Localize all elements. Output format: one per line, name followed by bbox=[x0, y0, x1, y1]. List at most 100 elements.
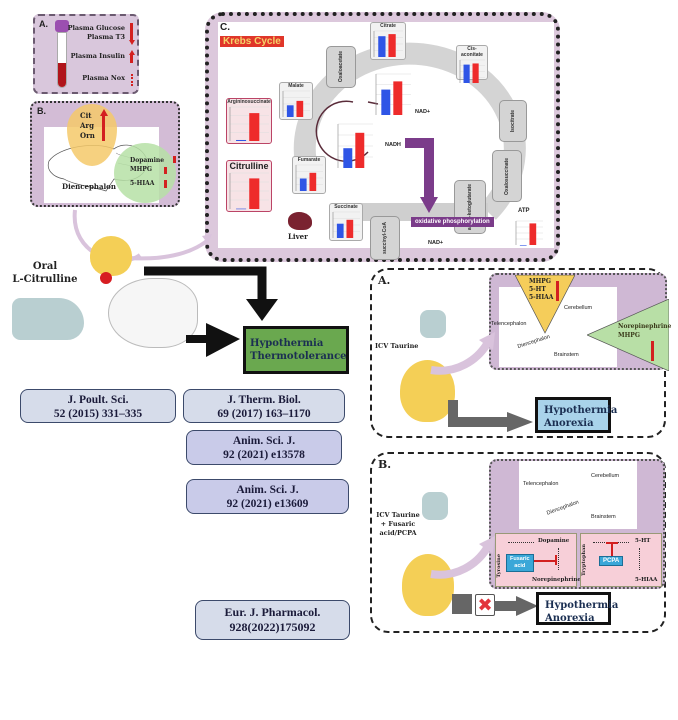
plasma-glucose-label: Plasma Glucose bbox=[67, 24, 125, 32]
inhibition-line bbox=[611, 542, 613, 556]
l-citrulline-label: L-Citrulline bbox=[12, 274, 78, 285]
outcome-thermotolerance: Hypothermia Thermotolerance bbox=[243, 326, 349, 374]
brain-panel: B. Cit Arg Orn Dopamine MHPG 5-HIAA Dien… bbox=[30, 101, 180, 207]
bar-control bbox=[463, 64, 470, 83]
chick-icon bbox=[90, 236, 132, 276]
citation-5[interactable]: Eur. J. Pharmacol. 928(2022)175092 bbox=[195, 600, 350, 640]
outcome-line-1: Hypothermia bbox=[545, 600, 619, 611]
upper-markers-triangle bbox=[515, 275, 575, 334]
cit-label: Cit bbox=[80, 111, 92, 120]
chart-citrulline: Citrulline bbox=[226, 160, 272, 212]
chart-nadh bbox=[335, 122, 375, 170]
arrow-up-icon bbox=[102, 115, 105, 141]
citation-ref: 69 (2017) 163–1170 bbox=[217, 408, 311, 420]
nadplus-bottom-label: NAD+ bbox=[428, 240, 444, 246]
citation-4[interactable]: Anim. Sci. J. 92 (2021) e13609 bbox=[186, 479, 349, 514]
blocked-x-icon: ✖ bbox=[475, 594, 495, 616]
chart-title: Citrate bbox=[380, 23, 396, 29]
plasma-panel: A. Plasma Glucose Plasma T3 Plasma Insul… bbox=[33, 14, 139, 94]
taurine-a-label: A. bbox=[378, 274, 391, 287]
citation-ref: 92 (2021) e13609 bbox=[226, 498, 309, 510]
bar-treatment bbox=[393, 81, 403, 115]
5ht-label: 5-HT bbox=[635, 538, 651, 544]
dopamine-pathway-box: Tyrosine Dopamine Fusaric acid Norepinep… bbox=[495, 533, 581, 587]
citation-1[interactable]: J. Poult. Sci. 52 (2015) 331–335 bbox=[20, 389, 176, 423]
bar-control bbox=[286, 105, 294, 117]
nadplus-label: NAD+ bbox=[415, 109, 431, 115]
oxaloacetate-box: Oxaloacetate bbox=[326, 46, 356, 88]
inhibition-bar bbox=[606, 542, 618, 544]
inhibitor-line-1: Fusaric bbox=[510, 556, 530, 562]
krebs-canvas: C. Krebs Cycle Citrate Cis-aconitate Mal… bbox=[218, 22, 554, 260]
citation-2[interactable]: J. Therm. Biol. 69 (2017) 163–1170 bbox=[183, 389, 345, 423]
bar-treatment bbox=[355, 132, 365, 168]
amino-acid-highlight bbox=[67, 104, 117, 166]
citation-journal: J. Poult. Sci. bbox=[67, 394, 129, 406]
bar-treatment bbox=[472, 63, 479, 83]
chart-atp bbox=[513, 219, 545, 247]
5hiaa-label: 5-HIAA bbox=[529, 294, 554, 301]
arrow-up-icon bbox=[651, 341, 654, 361]
mhpg-label: MHPG bbox=[618, 332, 640, 339]
chart-title: Succinate bbox=[334, 204, 358, 210]
dotted-arrow bbox=[508, 542, 534, 543]
chart-nadplus bbox=[373, 72, 413, 117]
krebs-cycle-panel: C. Krebs Cycle Citrate Cis-aconitate Mal… bbox=[205, 12, 560, 262]
bar-control bbox=[378, 36, 386, 57]
telencephalon-label: Telencephalon bbox=[523, 481, 559, 487]
arrow-up-icon bbox=[556, 281, 559, 301]
cerebellum-label: Cerebellum bbox=[564, 305, 593, 311]
chart-title: Citrulline bbox=[229, 161, 269, 171]
serotonin-pathway-box: Tryptophan 5-HT PCPA 5-HIAA bbox=[580, 533, 662, 587]
brainstem-label: Brainstem bbox=[591, 514, 616, 520]
chart-title: Argininosuccinate bbox=[227, 99, 271, 105]
taurine-b-label: B. bbox=[378, 458, 392, 471]
brainstem-label: Brainstem bbox=[554, 352, 579, 358]
flow-arrows-black bbox=[144, 266, 278, 357]
bar-treatment bbox=[388, 34, 396, 57]
chart-citrate: Citrate bbox=[370, 22, 406, 60]
plasma-nox-label: Plasma Nox bbox=[82, 74, 125, 82]
oxalosuccinate-box: Oxalosuccinate bbox=[492, 150, 522, 202]
hen-comb-icon bbox=[100, 272, 112, 284]
mhpg-label: MHPG bbox=[529, 278, 551, 285]
krebs-title: Krebs Cycle bbox=[220, 36, 284, 47]
chart-title: Malate bbox=[288, 83, 304, 89]
outcome-line-1: Hypothermia bbox=[250, 338, 324, 349]
citation-journal: Anim. Sci. J. bbox=[232, 435, 296, 447]
liver-label: Liver bbox=[288, 232, 308, 241]
citation-journal: J. Therm. Biol. bbox=[227, 394, 301, 406]
telencephalon-label: Telencephalon bbox=[491, 321, 527, 327]
hen-icon bbox=[108, 278, 198, 348]
chart-title: Cis-aconitate bbox=[461, 46, 483, 58]
isocitrate-label: Isocitrate bbox=[510, 109, 516, 133]
citation-3[interactable]: Anim. Sci. J. 92 (2021) e13578 bbox=[186, 430, 342, 465]
icv-taurine-label: ICV Taurine bbox=[376, 511, 420, 519]
dopamine-label: Dopamine bbox=[130, 157, 165, 164]
bar-control bbox=[519, 245, 527, 246]
citation-ref: 928(2022)175092 bbox=[229, 620, 316, 634]
5hiaa-label: 5-HIAA bbox=[130, 180, 155, 187]
taurine-b-brain-box: Telencephalon Cerebellum Diencephalon Br… bbox=[489, 459, 665, 589]
acid-pcpa-label: acid/PCPA bbox=[379, 529, 417, 537]
outcome-line-2: Anorexia bbox=[544, 418, 594, 429]
gloved-hand-syringe-icon bbox=[12, 298, 84, 340]
arrow-down-icon bbox=[130, 23, 133, 41]
nadh-to-oxphos-arrow bbox=[405, 138, 438, 213]
arrow-up-icon bbox=[130, 54, 133, 63]
bar-control bbox=[336, 223, 344, 238]
liver-icon bbox=[288, 212, 312, 230]
chart-fumarate: Fumarate bbox=[292, 156, 326, 194]
tryptophan-label: Tryptophan bbox=[581, 544, 587, 577]
citation-journal: Anim. Sci. J. bbox=[236, 484, 299, 496]
fusaric-acid-inhibitor: Fusaric acid bbox=[506, 554, 534, 572]
bar-treatment bbox=[249, 113, 260, 141]
cerebellum-label: Cerebellum bbox=[591, 473, 620, 479]
bar-control bbox=[299, 178, 307, 191]
oxaloacetate-label: Oxaloacetate bbox=[338, 51, 344, 83]
chick-icon bbox=[402, 554, 454, 616]
chart-succinate: Succinate bbox=[329, 203, 363, 241]
blood-tube-icon bbox=[55, 20, 69, 90]
oral-label: Oral bbox=[32, 261, 58, 272]
norepinephrine-label: Norepinephrine bbox=[532, 577, 581, 583]
